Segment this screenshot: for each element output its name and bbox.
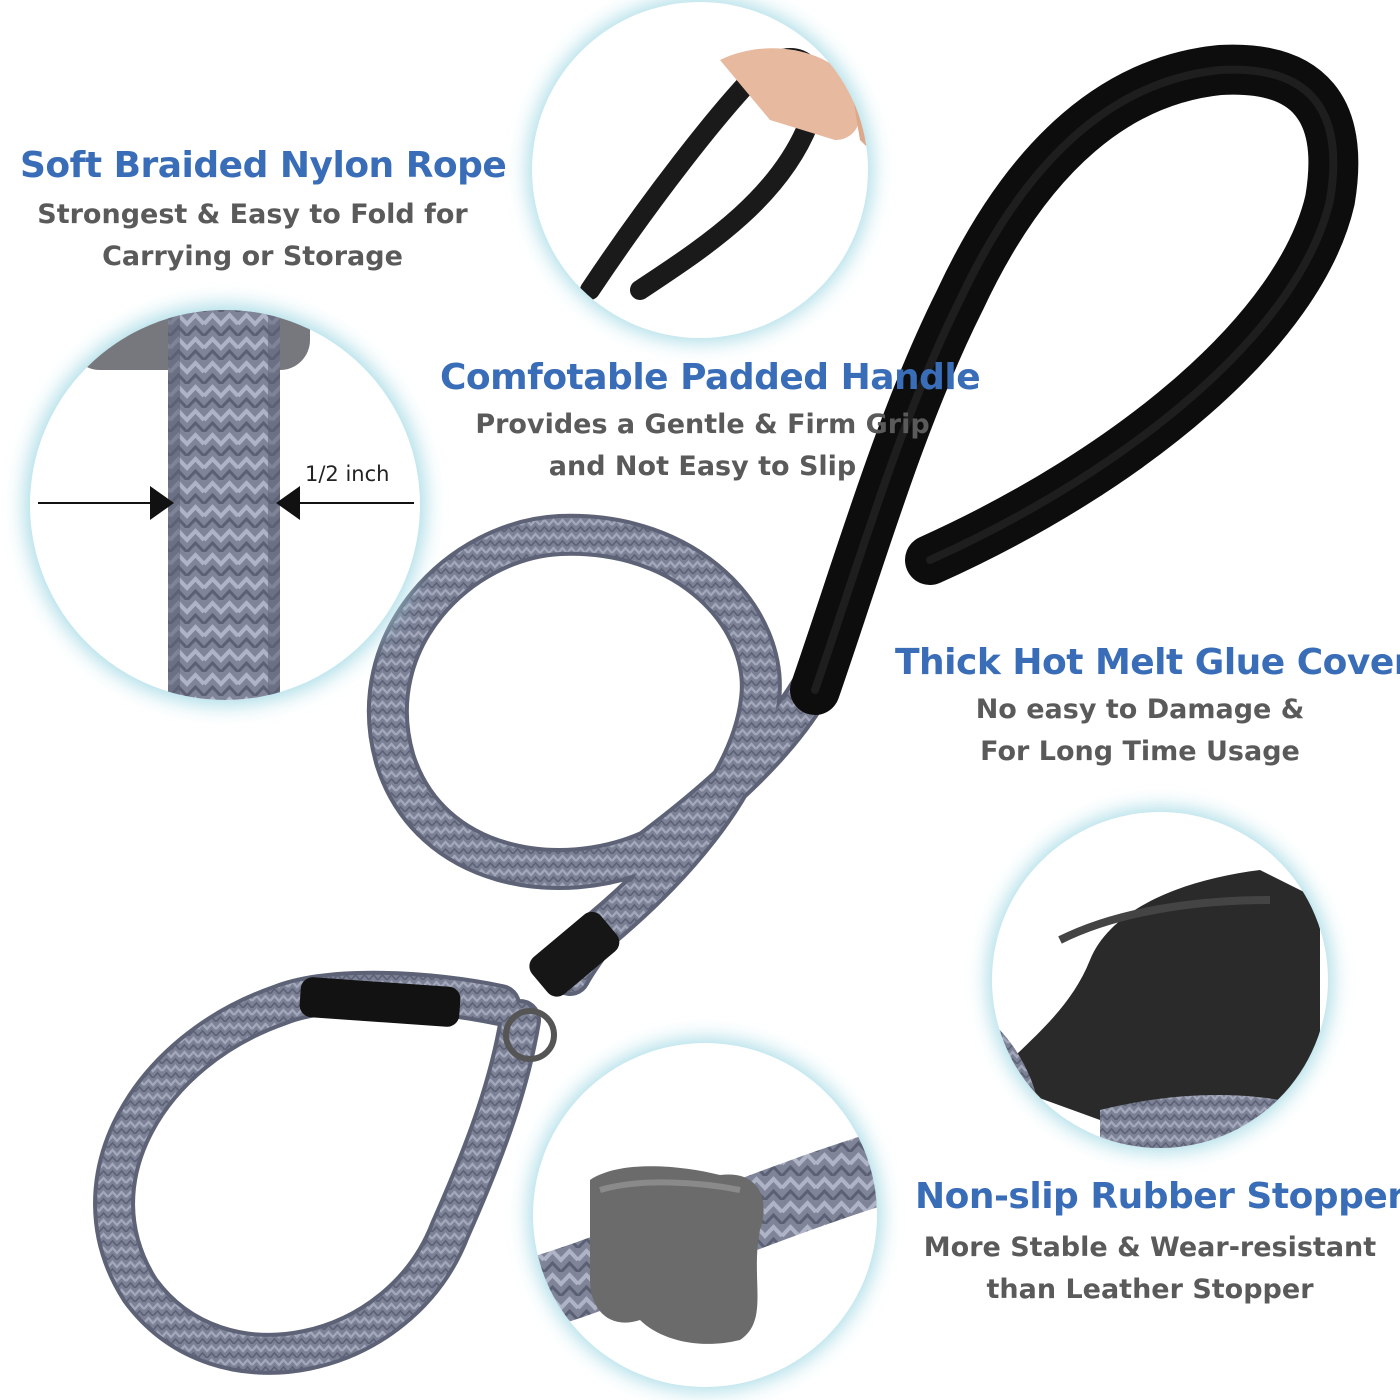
leash-icon [93,44,1359,1375]
feature-glue-line1: No easy to Damage & [975,694,1305,725]
feature-glue-line2: For Long Time Usage [980,736,1300,767]
feature-glue: Thick Hot Melt Glue Cover No easy to Dam… [895,642,1400,773]
feature-rope-line1: Strongest & Easy to Fold for [37,199,468,230]
feature-stopper-line2: than Leather Stopper [986,1274,1314,1305]
closeup-rope-icon [25,305,425,705]
closeup-handle-icon [528,0,872,342]
feature-stopper: Non-slip Rubber Stopper More Stable & We… [915,1176,1400,1311]
feature-handle-line1: Provides a Gentle & Firm Grip [475,409,930,440]
feature-stopper-line1: More Stable & Wear-resistant [923,1232,1377,1263]
feature-handle-line2: and Not Easy to Slip [548,451,857,482]
feature-stopper-title: Non-slip Rubber Stopper [915,1176,1400,1217]
feature-handle-title: Comfotable Padded Handle [440,357,981,398]
rope-width-label: 1/2 inch [305,462,390,486]
closeup-stopper-icon [529,1039,881,1391]
closeup-glue-icon [988,808,1332,1152]
feature-handle: Comfotable Padded Handle Provides a Gent… [440,357,981,488]
feature-rope: Soft Braided Nylon Rope Strongest & Easy… [20,145,507,278]
feature-glue-title: Thick Hot Melt Glue Cover [895,642,1400,683]
feature-rope-line2: Carrying or Storage [102,241,403,272]
feature-rope-title: Soft Braided Nylon Rope [20,145,507,186]
